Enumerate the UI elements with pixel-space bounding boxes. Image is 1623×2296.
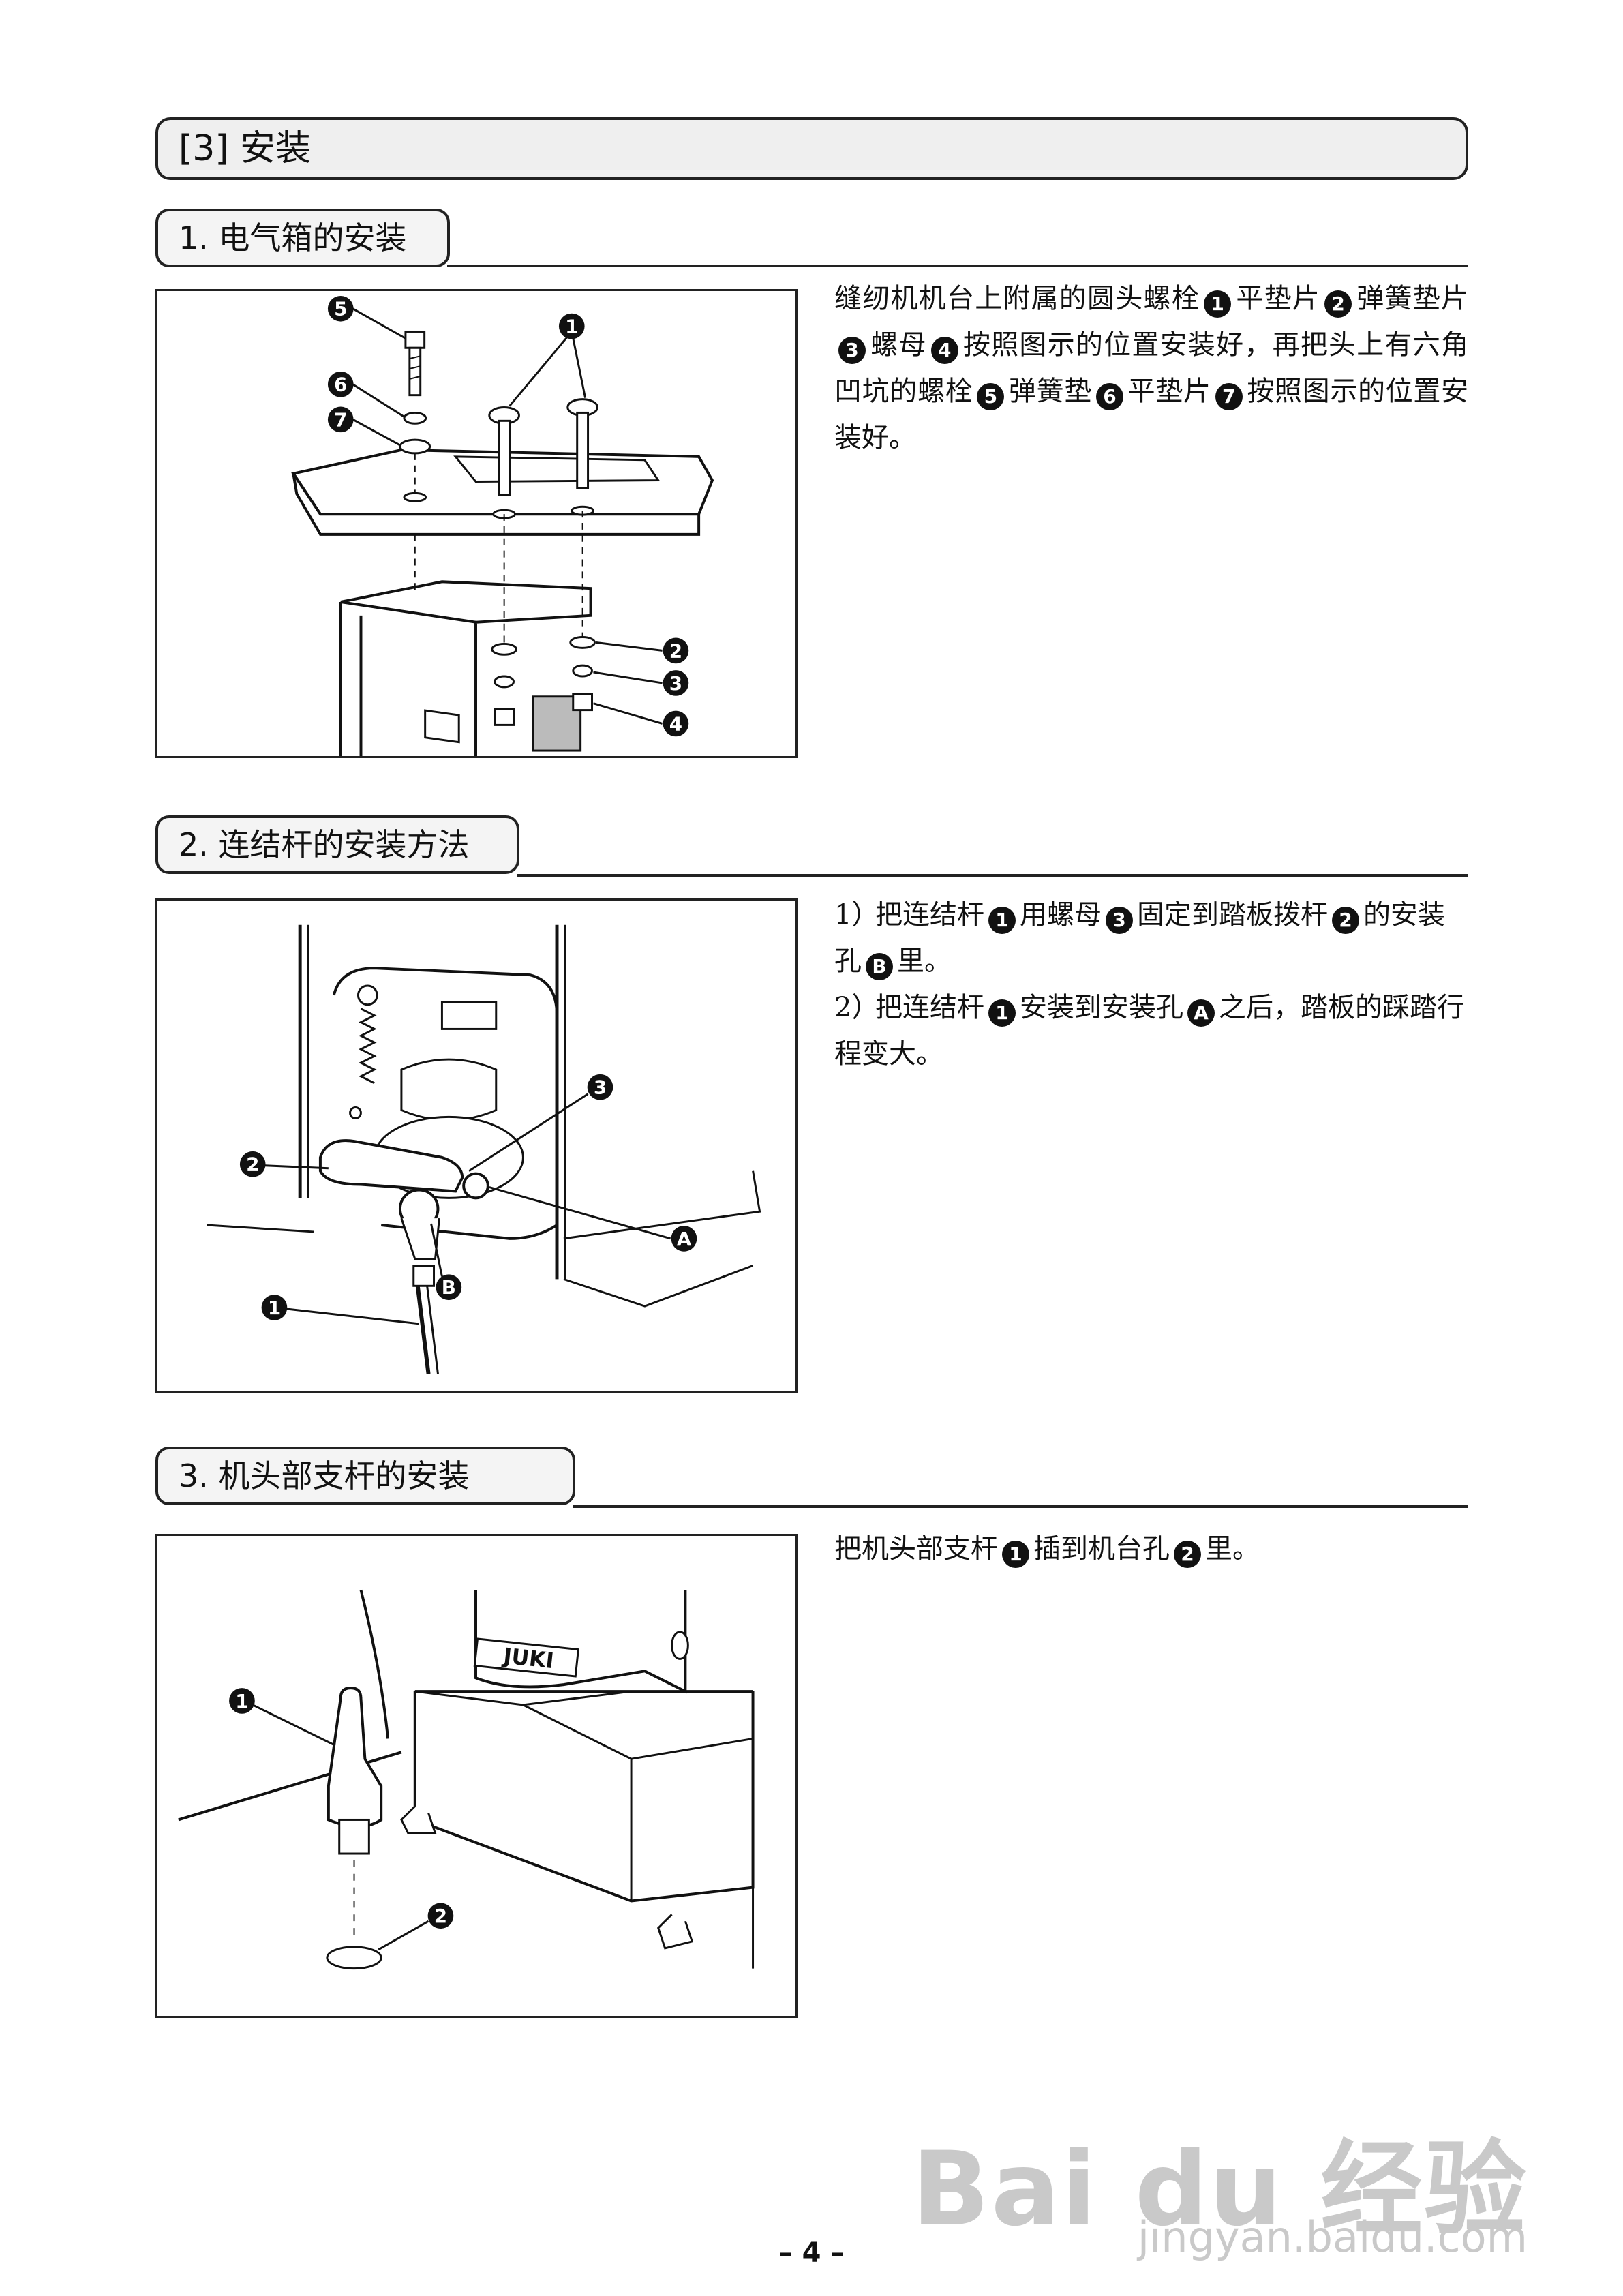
callout-marker: 1 [1002,1541,1029,1568]
subsection-rule-2 [517,874,1468,877]
callout-marker: 1 [1204,290,1232,318]
callout: 2 [669,639,682,662]
watermark-brand: Bai du 经验 [911,2130,1528,2249]
figure-electrical-box: 5 6 7 1 2 3 4 [155,289,798,758]
callout-marker: 7 [1215,383,1243,410]
callout-marker: 5 [977,383,1005,410]
head-support-rod-illustration: JUKI 1 2 [178,1589,755,1970]
figure-head-support-rod: JUKI 1 2 [155,1534,798,2018]
callout-marker: 2 [1332,907,1359,934]
callout: 2 [434,1905,447,1927]
watermark-url: jingyan.baidu.com [1137,2212,1528,2262]
callout-marker: 3 [838,337,866,364]
callout-marker: 1 [988,999,1016,1027]
callout: 5 [334,298,347,320]
callout: 6 [334,374,347,396]
subsection-title-2: 2. 连结杆的安装方法 [179,826,470,863]
callout: 3 [594,1076,607,1099]
callout-marker: 6 [1096,383,1124,410]
callout: 2 [246,1153,259,1176]
subsection-rule-3 [573,1505,1468,1508]
subsection-rule-1 [447,265,1468,267]
subsection-title-1: 1. 电气箱的安装 [179,220,407,256]
figure-connecting-rod: 3 2 A 1 B [155,898,798,1393]
callout-marker: B [866,953,893,980]
subsection-title-3: 3. 机头部支杆的安装 [179,1457,470,1494]
callout: A [677,1228,692,1250]
electrical-box-illustration: 5 6 7 1 2 3 4 [291,295,714,756]
page-number: – 4 – [778,2237,845,2269]
subsection-tab-1 [155,209,450,267]
callout: 4 [669,712,682,735]
callout: 7 [334,408,347,431]
section-header-bar [155,117,1468,180]
callout: 3 [669,672,682,695]
callout: 1 [235,1690,248,1712]
callout-marker: 2 [1174,1541,1201,1568]
subsection-tab-3 [155,1447,575,1505]
callout-marker: 2 [1324,290,1352,318]
callout: 1 [268,1297,281,1319]
callout-marker: A [1187,999,1215,1027]
callout-marker: 1 [988,907,1016,934]
subsection-tab-2 [155,815,519,874]
connecting-rod-illustration: 3 2 A 1 B [207,924,761,1374]
callout-marker: 4 [930,337,958,364]
juki-logo: JUKI [501,1644,555,1674]
section-title: [3] 安装 [179,128,312,169]
callout: 1 [565,315,578,337]
callout-marker: 3 [1106,907,1133,934]
callout: B [442,1276,456,1299]
